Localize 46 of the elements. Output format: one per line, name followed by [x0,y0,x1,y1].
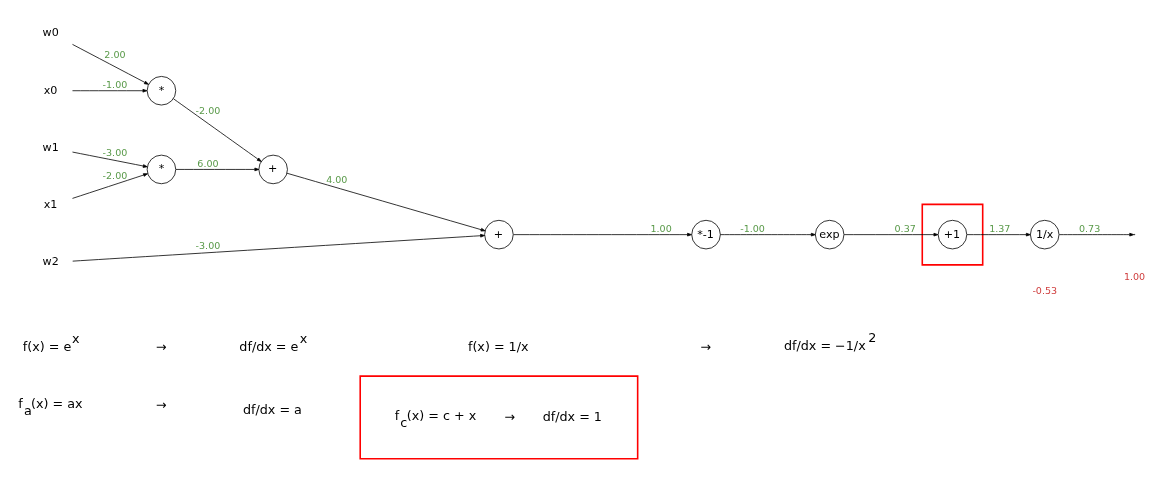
label: → [155,397,167,413]
label: 1.00 [1123,271,1146,283]
arrow [175,167,260,172]
arrow [513,232,692,237]
node-text: w1 [42,140,59,154]
label: -0.53 [1032,285,1058,297]
edge-label: -1.00 [102,79,128,91]
arrow [843,232,939,237]
arrow [72,88,148,93]
node-text: w0 [42,26,59,40]
node-circle: *-1 [691,219,721,250]
cluster [921,203,984,266]
label: → [700,338,712,354]
label: f(x) = 1/x [467,338,529,354]
node-circle: * [146,154,177,185]
edge-label: -2.00 [102,169,128,181]
node-circle: +1 [937,219,968,250]
arrow [72,44,149,85]
edge-label: 4.00 [326,173,348,185]
edge-label: -1.00 [740,222,765,234]
arrow [1058,232,1135,237]
edge-label: -3.00 [102,146,128,158]
arrow [966,232,1031,237]
edge-label: 6.00 [197,157,219,169]
node-circle: exp [814,219,845,250]
node-circle: 1/x [1030,219,1060,250]
label: → [155,339,167,355]
node-text: x0 [43,83,58,97]
edge-label: 0.37 [894,222,916,234]
arrow [72,233,485,262]
edge-label: -2.00 [195,105,221,117]
label: df/dx = a [242,402,302,418]
edge-label: 1.00 [650,222,672,234]
node-circle: * [146,76,177,106]
node-text: x1 [43,198,58,212]
edge-label: 1.37 [989,222,1011,234]
node-text: w2 [42,255,59,269]
arrow [286,172,486,232]
arrow [719,232,816,237]
edge-label: -3.00 [195,239,221,251]
arrow [72,173,148,199]
arrow [173,98,262,162]
edge-label: 2.00 [104,48,126,60]
node-circle: + [484,219,514,250]
arrow [72,151,148,168]
edge-label: 0.73 [1079,222,1101,234]
